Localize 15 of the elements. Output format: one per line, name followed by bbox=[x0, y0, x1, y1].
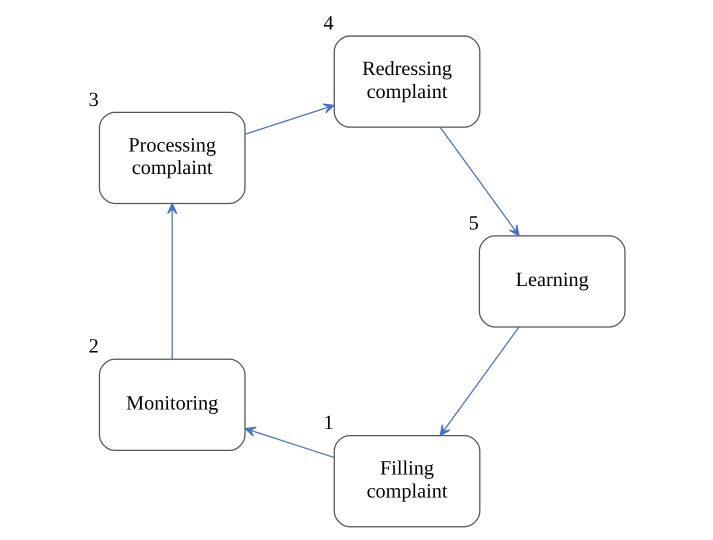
arrow bbox=[440, 127, 520, 236]
arrow bbox=[245, 104, 335, 135]
node-box: Learning bbox=[478, 235, 626, 328]
node-box: Processing complaint bbox=[98, 112, 246, 204]
node-box: Filling complaint bbox=[334, 434, 480, 528]
node-label: 4 bbox=[324, 12, 334, 34]
arrow bbox=[167, 202, 178, 359]
arrow bbox=[440, 326, 520, 436]
node-box: Monitoring bbox=[98, 358, 246, 452]
node-box: Redressing complaint bbox=[334, 35, 480, 128]
node-label: 2 bbox=[88, 336, 99, 358]
node-label: 1 bbox=[324, 412, 334, 434]
arrow bbox=[244, 426, 334, 458]
node-label: 5 bbox=[468, 212, 479, 234]
node-label: 3 bbox=[88, 88, 99, 111]
